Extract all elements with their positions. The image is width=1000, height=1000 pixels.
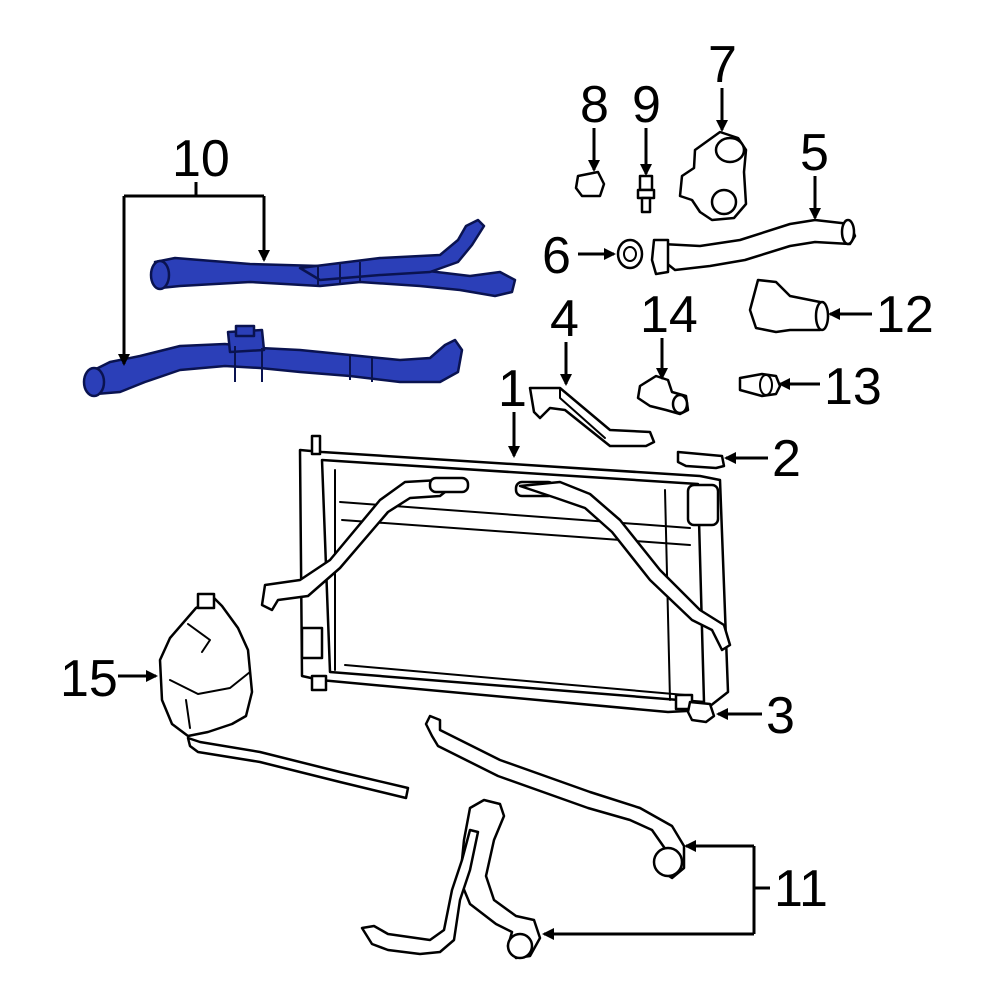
callout-14: 14 <box>640 286 698 344</box>
callout-9: 9 <box>632 76 661 134</box>
cap-part-8[interactable] <box>574 170 606 198</box>
callout-3: 3 <box>766 687 795 745</box>
hose-part-5[interactable] <box>650 218 857 276</box>
reservoir-part-15[interactable] <box>158 592 410 800</box>
callout-7: 7 <box>708 36 737 94</box>
callout-15: 15 <box>60 650 118 708</box>
callout-12: 12 <box>876 286 934 344</box>
callout-5: 5 <box>800 124 829 182</box>
callout-8: 8 <box>580 76 609 134</box>
sensor-part-9[interactable] <box>636 174 656 214</box>
sensor-part-14[interactable] <box>636 374 690 416</box>
clamp-part-6[interactable] <box>616 238 644 270</box>
callout-10: 10 <box>172 130 230 188</box>
thermostat-housing-part-7[interactable] <box>678 130 748 222</box>
isolator-part-3[interactable] <box>686 700 716 724</box>
lower-hose-part-10[interactable] <box>82 324 464 398</box>
leader-lines <box>118 88 872 940</box>
callout-6: 6 <box>542 227 571 285</box>
boot-part-12[interactable] <box>748 278 830 334</box>
callout-4: 4 <box>550 290 579 348</box>
radiator-part-1[interactable] <box>260 434 732 714</box>
bracket-part-4[interactable] <box>528 386 656 448</box>
upper-hose-part-10[interactable] <box>149 218 517 298</box>
callout-2: 2 <box>772 430 801 488</box>
callout-13: 13 <box>824 358 882 416</box>
hose-part-11[interactable] <box>360 714 686 960</box>
fitting-part-13[interactable] <box>738 372 782 398</box>
callout-1: 1 <box>498 360 527 418</box>
callout-labels: 1 2 3 4 5 6 7 8 9 10 11 12 13 14 15 <box>60 36 934 918</box>
isolator-part-2[interactable] <box>676 450 726 470</box>
callout-11: 11 <box>774 860 828 918</box>
